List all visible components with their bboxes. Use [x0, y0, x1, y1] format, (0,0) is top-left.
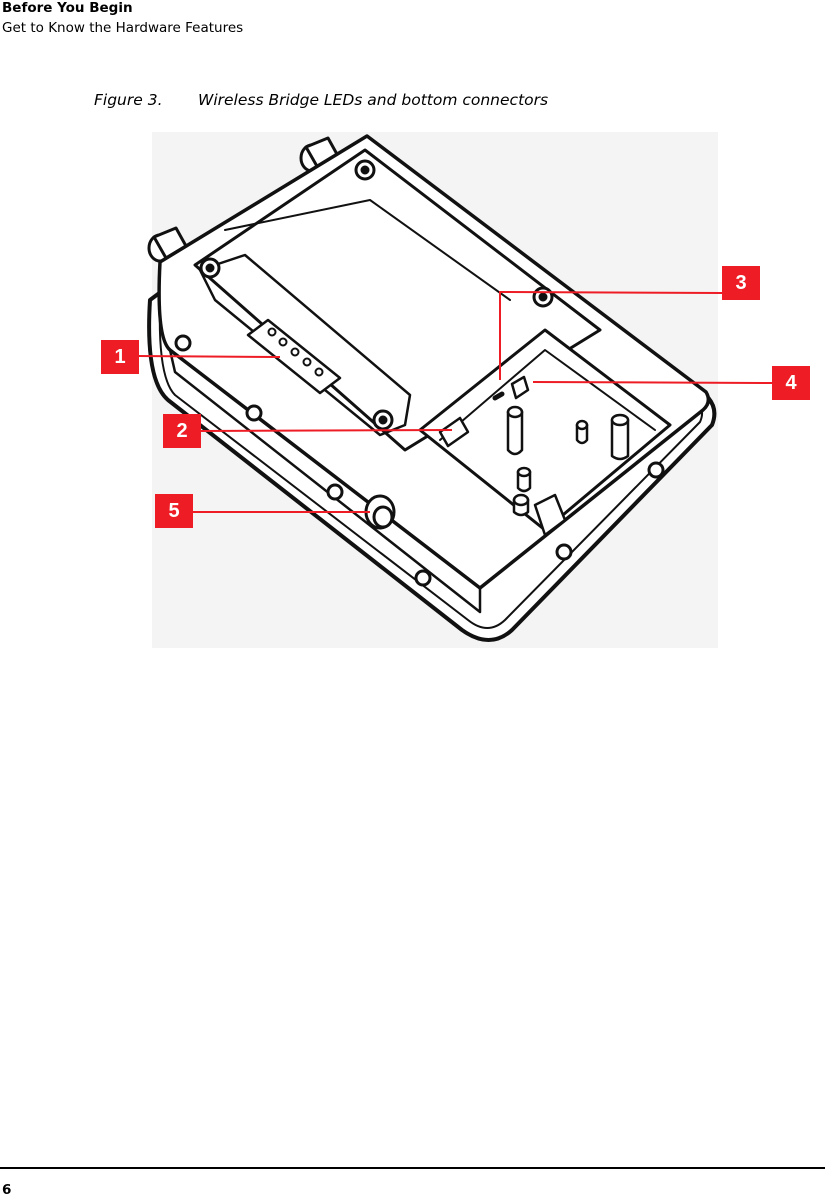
callout-badge-1: 1: [101, 340, 139, 374]
leader-1: [137, 355, 281, 358]
power-connector: [510, 375, 530, 400]
running-header-subsection: Get to Know the Hardware Features: [2, 20, 244, 36]
ethernet-port: [438, 416, 470, 448]
figure-title: Wireless Bridge LEDs and bottom connecto…: [198, 91, 549, 109]
grounding-cap: [364, 494, 396, 530]
callout-badge-4: 4: [772, 366, 810, 400]
leader-3: [499, 290, 723, 380]
reset-button: [492, 391, 505, 401]
compartment-posts: [506, 405, 630, 537]
leader-4: [532, 381, 773, 384]
connector-compartment: [418, 328, 672, 532]
figure-number: Figure 3.: [94, 91, 163, 109]
device-body: [147, 134, 717, 642]
connector-compartment-wall: [439, 349, 656, 441]
led-indicators: [267, 327, 324, 377]
callout-leaders: [137, 290, 773, 513]
page-number: 6: [2, 1182, 12, 1198]
footer-rule: [0, 1167, 825, 1169]
top-plate-inset: [198, 253, 412, 437]
callout-badge-2: 2: [163, 414, 201, 448]
callout-badge-3: 3: [722, 266, 760, 300]
side-mounting-tabs: [174, 334, 665, 587]
leader-2: [199, 429, 453, 432]
callout-badge-5: 5: [155, 494, 193, 528]
figure-caption: Figure 3. Wireless Bridge LEDs and bottom…: [94, 90, 548, 110]
running-header-section: Before You Begin: [2, 0, 133, 16]
top-plate-lower-edge: [224, 199, 511, 301]
